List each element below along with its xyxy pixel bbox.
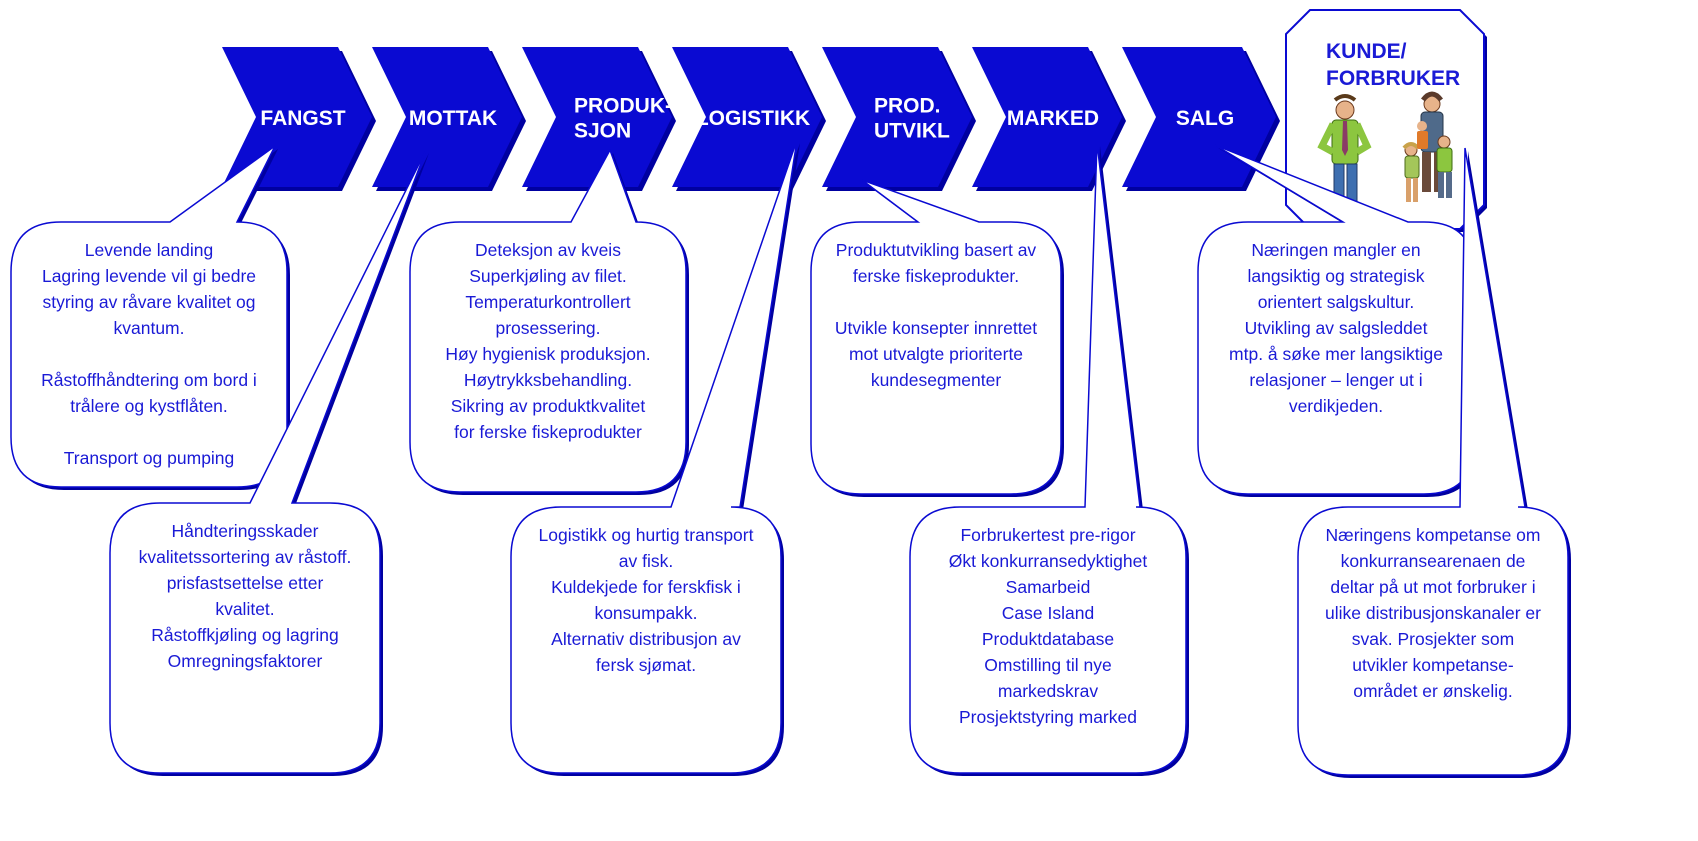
callout-text-kunde: Næringens kompetanse om bbox=[1326, 525, 1541, 545]
callout-text-fangst: Lagring levende vil gi bedre bbox=[42, 266, 256, 286]
callout-text-produksjon: prosessering. bbox=[495, 318, 600, 338]
chevron-label-fangst: FANGST bbox=[260, 107, 345, 130]
callout-text-prod-utvikl: mot utvalgte prioriterte bbox=[849, 344, 1023, 364]
callout-text-mottak: Råstoffkjøling og lagring bbox=[151, 625, 338, 645]
callout-text-kunde: konkurransearenaen de bbox=[1341, 551, 1526, 571]
kunde-label: FORBRUKER bbox=[1326, 67, 1460, 90]
chevron-label-logistikk: LOGISTIKK bbox=[696, 107, 810, 130]
callout-kunde bbox=[1297, 147, 1569, 776]
callout-text-produksjon: Sikring av produktkvalitet bbox=[451, 396, 646, 416]
callout-text-logistikk: Alternativ distribusjon av bbox=[551, 629, 741, 649]
callout-text-mottak: kvalitetssortering av råstoff. bbox=[139, 547, 352, 567]
callout-text-marked: Forbrukertest pre-rigor bbox=[960, 525, 1135, 545]
chevron-label-produksjon: PRODUK- bbox=[574, 95, 672, 118]
callout-text-marked: Samarbeid bbox=[1006, 577, 1091, 597]
callout-text-salg: mtp. å søke mer langsiktige bbox=[1229, 344, 1443, 364]
callout-text-fangst: styring av råvare kvalitet og bbox=[42, 292, 255, 312]
callout-text-kunde: ulike distribusjonskanaler er bbox=[1325, 603, 1541, 623]
chevron-fangst bbox=[222, 47, 372, 187]
chevron-logistikk bbox=[672, 47, 822, 187]
callout-marked bbox=[909, 142, 1187, 774]
chevron-label-marked: MARKED bbox=[1007, 107, 1099, 130]
callout-text-marked: markedskrav bbox=[998, 681, 1098, 701]
callout-text-mottak: kvalitet. bbox=[215, 599, 274, 619]
callout-text-salg: relasjoner – lenger ut i bbox=[1249, 370, 1422, 390]
callout-text-salg: orientert salgskultur. bbox=[1258, 292, 1415, 312]
callout-text-fangst: trålere og kystflåten. bbox=[70, 396, 228, 416]
callout-text-mottak: Håndteringsskader bbox=[172, 521, 319, 541]
callout-text-logistikk: konsumpakk. bbox=[594, 603, 697, 623]
callout-text-kunde: utvikler kompetanse- bbox=[1352, 655, 1514, 675]
callout-text-logistikk: fersk sjømat. bbox=[596, 655, 696, 675]
callout-text-marked: Prosjektstyring marked bbox=[959, 707, 1137, 727]
callout-mottak bbox=[109, 149, 427, 774]
callout-text-produksjon: Superkjøling av filet. bbox=[469, 266, 627, 286]
chevron-label-produksjon: SJON bbox=[574, 120, 631, 143]
callout-text-logistikk: Kuldekjede for ferskfisk i bbox=[551, 577, 741, 597]
callout-text-kunde: svak. Prosjekter som bbox=[1352, 629, 1514, 649]
chevron-label-prod-utvikl: UTVIKL bbox=[874, 120, 950, 143]
callout-text-marked: Omstilling til nye bbox=[984, 655, 1111, 675]
callout-fangst bbox=[10, 145, 288, 488]
callout-text-produksjon: Deteksjon av kveis bbox=[475, 240, 621, 260]
chevron-marked bbox=[972, 47, 1122, 187]
callout-text-kunde: området er ønskelig. bbox=[1353, 681, 1513, 701]
callout-prod-utvikl bbox=[810, 179, 1062, 495]
callout-text-produksjon: for ferske fiskeprodukter bbox=[454, 422, 642, 442]
callout-text-salg: Næringen mangler en bbox=[1251, 240, 1420, 260]
callout-text-mottak: prisfastsettelse etter bbox=[167, 573, 324, 593]
callout-text-salg: Utvikling av salgsleddet bbox=[1245, 318, 1428, 338]
chevron-label-prod-utvikl: PROD. bbox=[874, 95, 941, 118]
chevron-label-mottak: MOTTAK bbox=[409, 107, 497, 130]
people-illustration bbox=[1317, 91, 1453, 217]
callout-text-prod-utvikl: Produktutvikling basert av bbox=[836, 240, 1037, 260]
callout-text-salg: langsiktig og strategisk bbox=[1247, 266, 1424, 286]
chevron-produksjon bbox=[522, 47, 672, 187]
callout-text-kunde: deltar på ut mot forbruker i bbox=[1330, 577, 1535, 597]
callout-logistikk bbox=[510, 139, 798, 774]
chevron-label-salg: SALG bbox=[1176, 107, 1234, 130]
callout-text-logistikk: av fisk. bbox=[619, 551, 673, 571]
callout-text-logistikk: Logistikk og hurtig transport bbox=[539, 525, 754, 545]
callout-text-produksjon: Høy hygienisk produksjon. bbox=[445, 344, 650, 364]
chevron-salg bbox=[1122, 47, 1276, 187]
callout-text-prod-utvikl: kundesegmenter bbox=[871, 370, 1002, 390]
chevron-mottak bbox=[372, 47, 522, 187]
callout-text-fangst: Levende landing bbox=[85, 240, 213, 260]
callout-produksjon bbox=[409, 148, 687, 493]
callout-text-produksjon: Temperaturkontrollert bbox=[465, 292, 630, 312]
callout-text-prod-utvikl: ferske fiskeprodukter. bbox=[853, 266, 1019, 286]
callout-text-fangst: Råstoffhåndtering om bord i bbox=[41, 370, 257, 390]
callout-text-produksjon: Høytrykksbehandling. bbox=[464, 370, 632, 390]
callout-text-mottak: Omregningsfaktorer bbox=[168, 651, 323, 671]
callout-text-fangst: Transport og pumping bbox=[64, 448, 235, 468]
callout-text-fangst: kvantum. bbox=[114, 318, 185, 338]
chevron-prod-utvikl bbox=[822, 47, 972, 187]
callout-text-marked: Case Island bbox=[1002, 603, 1094, 623]
callout-text-salg: verdikjeden. bbox=[1289, 396, 1383, 416]
callout-text-marked: Økt konkurransedyktighet bbox=[949, 551, 1148, 571]
callout-salg bbox=[1197, 144, 1475, 495]
kunde-label: KUNDE/ bbox=[1326, 40, 1407, 63]
callout-text-prod-utvikl: Utvikle konsepter innrettet bbox=[835, 318, 1037, 338]
callout-text-marked: Produktdatabase bbox=[982, 629, 1114, 649]
